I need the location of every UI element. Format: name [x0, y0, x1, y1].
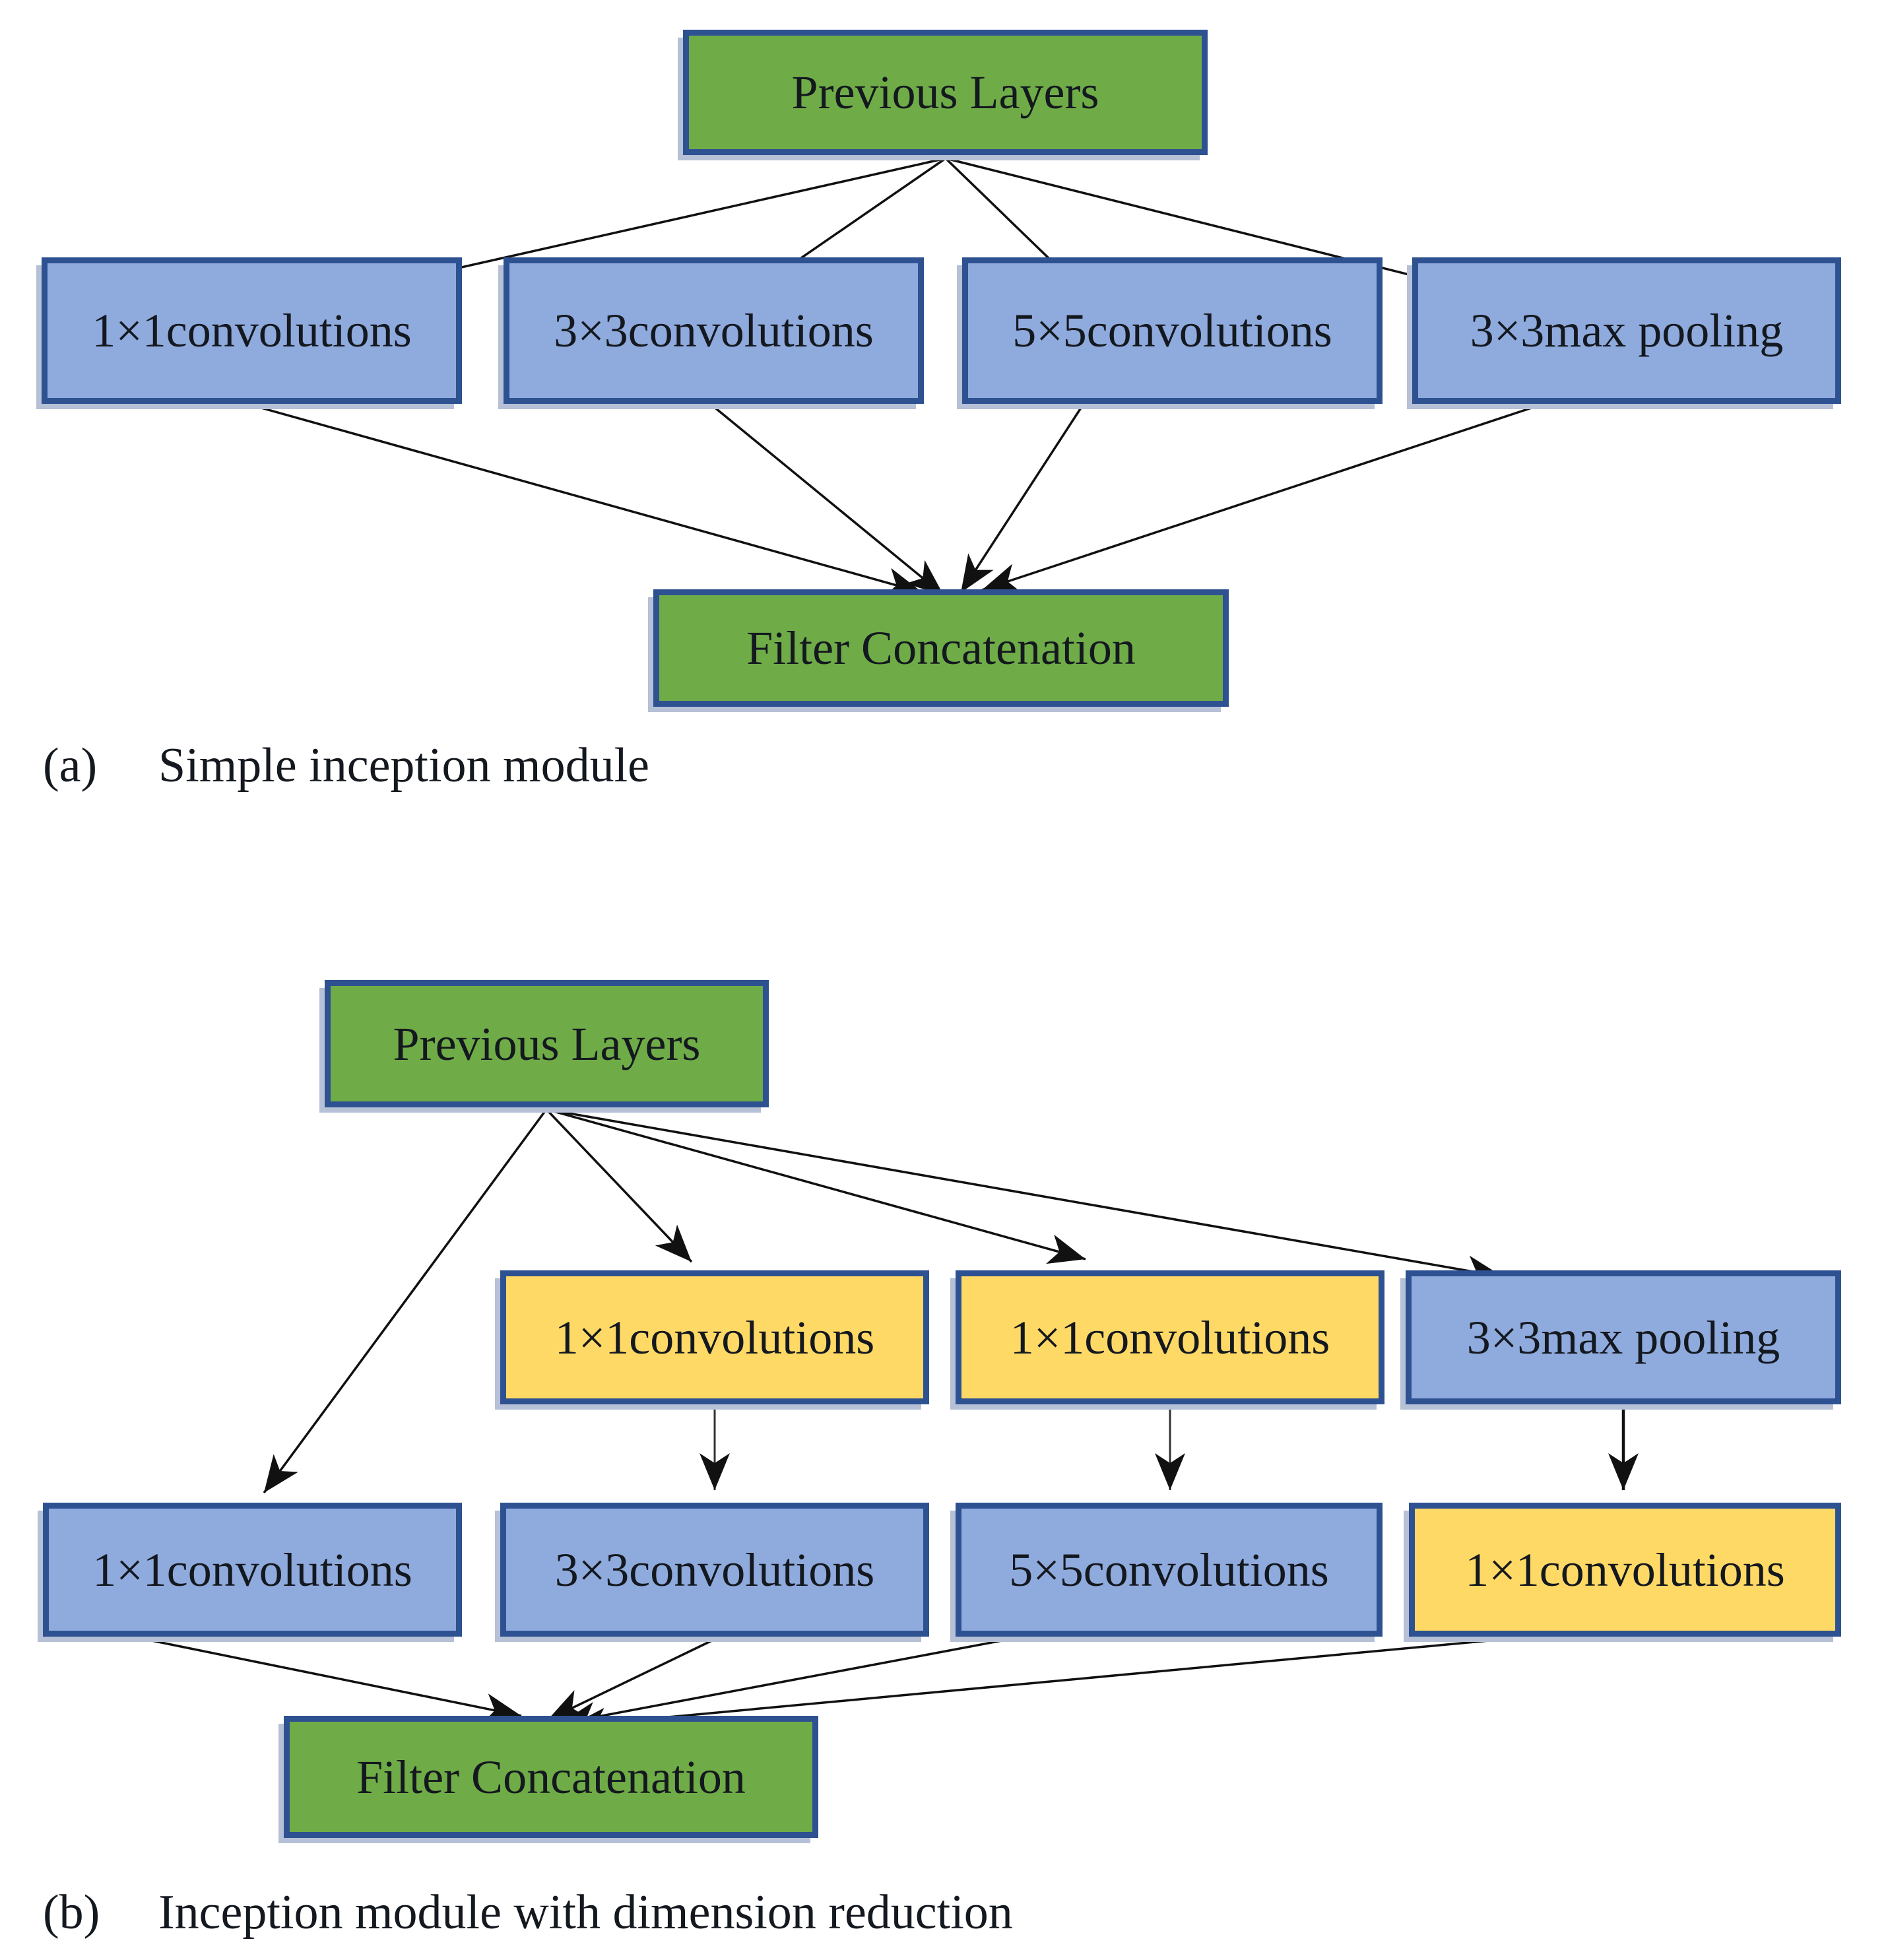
node-a-filter-concatenation: Filter Concatenation	[653, 589, 1229, 707]
node-b-proj-1x1: 1×1convolutions	[1409, 1503, 1841, 1637]
diagram-b-vertical-arrows	[700, 1406, 1639, 1490]
caption-a-index: (a)	[43, 738, 98, 793]
diagram-a-bottom-arrows	[253, 405, 1538, 598]
node-a-conv-5x5: 5×5convolutions	[962, 257, 1383, 404]
node-a-max-pooling: 3×3max pooling	[1412, 257, 1841, 404]
node-a-conv-3x3: 3×3convolutions	[504, 257, 924, 404]
node-a-conv-1x1: 1×1convolutions	[42, 257, 462, 404]
node-b-max-pooling: 3×3max pooling	[1406, 1270, 1841, 1404]
node-b-conv-1x1: 1×1convolutions	[43, 1503, 462, 1637]
caption-b: (b) Inception module with dimension redu…	[43, 1885, 1013, 1941]
caption-b-text: Inception module with dimension reductio…	[158, 1885, 1013, 1940]
node-a-previous-layers: Previous Layers	[683, 30, 1208, 155]
node-b-reduce-1x1-left: 1×1convolutions	[500, 1270, 929, 1404]
node-b-previous-layers: Previous Layers	[325, 980, 769, 1107]
node-b-conv-5x5: 5×5convolutions	[956, 1503, 1383, 1637]
caption-a: (a) Simple inception module	[43, 738, 649, 794]
caption-b-index: (b)	[43, 1885, 100, 1940]
node-b-conv-3x3: 3×3convolutions	[500, 1503, 929, 1637]
node-b-reduce-1x1-right: 1×1convolutions	[956, 1270, 1384, 1404]
caption-a-text: Simple inception module	[158, 738, 650, 793]
node-b-filter-concatenation: Filter Concatenation	[284, 1716, 818, 1838]
diagram-b-bottom-arrows	[141, 1636, 1525, 1738]
